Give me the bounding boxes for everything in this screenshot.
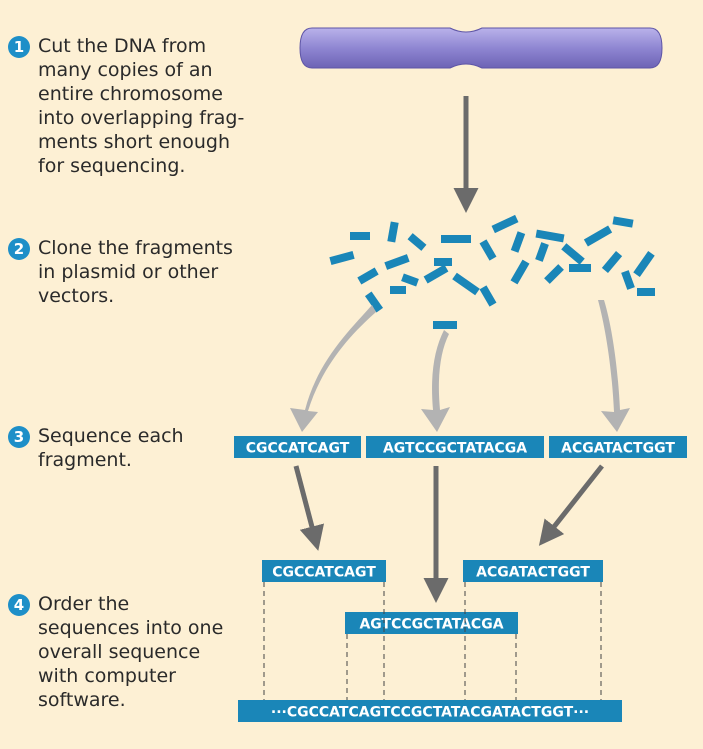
order-arrow-right [538, 464, 604, 546]
fragment [544, 264, 564, 284]
clone-arrows [290, 300, 630, 432]
step-3-text: Sequence each fragment. [38, 425, 184, 471]
fragment [401, 273, 419, 287]
consensus-box [238, 700, 622, 722]
ordered-label-left: CGCCATCAGT [272, 565, 376, 581]
fragment [510, 231, 526, 253]
step-3-number: 3 [8, 426, 30, 448]
fragment [434, 258, 452, 266]
fragment [569, 264, 591, 272]
curved-arrow-right [598, 300, 630, 432]
curved-arrow-middle [421, 330, 450, 432]
fragment [452, 272, 480, 296]
step-1-number: 1 [8, 36, 30, 58]
fragment [479, 239, 497, 261]
step-4-number: 4 [8, 594, 30, 616]
fragment [441, 235, 471, 243]
fragment [350, 232, 370, 240]
step-4-text: Order the sequences into one overall seq… [38, 593, 224, 711]
dna-fragments [329, 214, 655, 329]
ordering-arrows [293, 464, 604, 603]
fragment [535, 242, 549, 262]
fragment [423, 264, 449, 284]
sequence-box-3 [549, 436, 687, 458]
consensus-label: ···CGCCATCAGTCCGCTATACGATACTGGT··· [271, 705, 589, 721]
fragment [384, 254, 410, 270]
ordered-label-right: ACGATACTGGT [476, 565, 590, 581]
sequence-label-3: ACGATACTGGT [561, 441, 675, 457]
fragment [387, 221, 399, 243]
step-1-text: Cut the DNA from many copies of an entir… [38, 35, 245, 177]
fragment [433, 321, 457, 329]
step-2-text: Clone the fragments in plasmid or other … [38, 237, 233, 307]
sequence-label-2: AGTCCGCTATACGA [383, 441, 527, 457]
order-arrow-left [293, 465, 325, 551]
fragment [583, 225, 613, 247]
sequence-box-1 [234, 436, 361, 458]
ordered-box-middle [345, 612, 518, 634]
sequence-box-2 [366, 436, 544, 458]
chromosome-shape [299, 27, 663, 69]
fragment [390, 286, 406, 294]
fragment [357, 267, 379, 285]
fragment [479, 285, 497, 307]
step-2-number: 2 [8, 238, 30, 260]
ordered-box-left [262, 560, 386, 582]
fragment [329, 251, 355, 265]
sequence-label-1: CGCCATCAGT [246, 441, 350, 457]
fragment [364, 291, 384, 313]
fragment [601, 251, 623, 273]
curved-arrow-left [290, 305, 376, 432]
fragment [621, 270, 635, 290]
fragment [491, 214, 519, 234]
ordered-box-right [463, 560, 603, 582]
fragment [633, 251, 655, 277]
alignment-lines [263, 582, 602, 700]
ordered-label-middle: AGTCCGCTATACGA [359, 617, 503, 633]
fragment [637, 288, 655, 296]
fragment [561, 243, 585, 265]
fragment [535, 229, 565, 243]
fragment [612, 216, 634, 228]
fragment [510, 259, 530, 285]
fragment [407, 233, 427, 251]
